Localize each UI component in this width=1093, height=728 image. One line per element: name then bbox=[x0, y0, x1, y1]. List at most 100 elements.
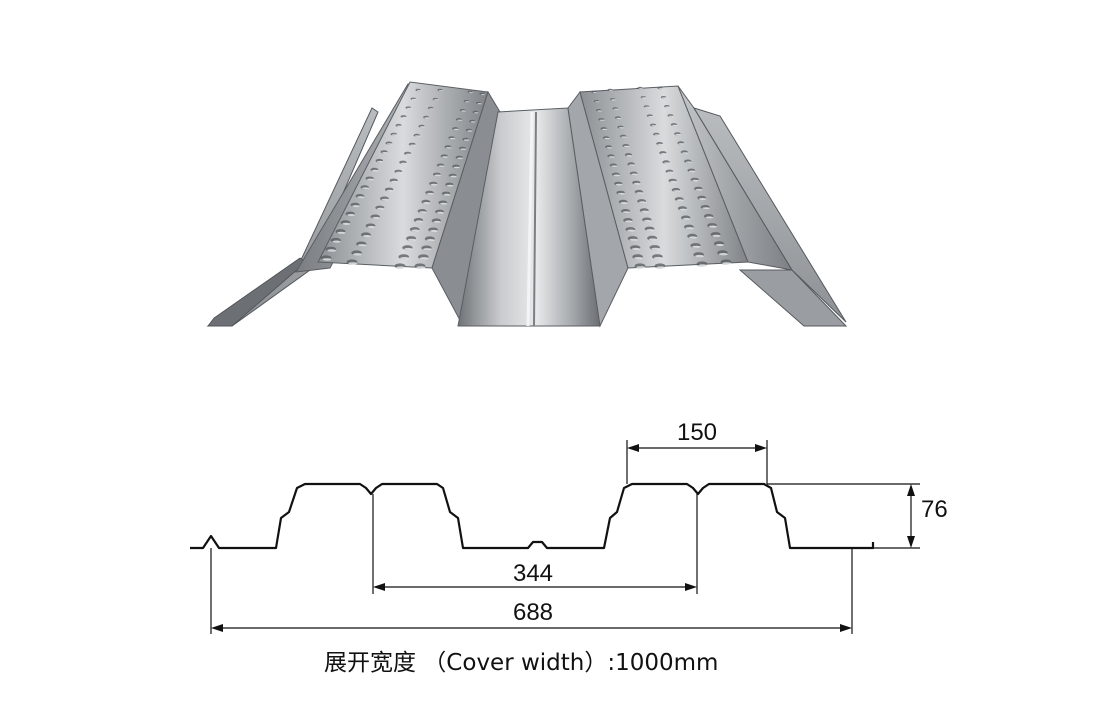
embossment-highlight bbox=[626, 155, 633, 157]
embossment-highlight bbox=[617, 192, 625, 195]
embossment-highlight bbox=[672, 124, 678, 127]
embossment-highlight bbox=[445, 147, 452, 149]
embossment-highlight bbox=[678, 143, 685, 145]
embossment-highlight bbox=[685, 227, 694, 230]
dimension-top-rib-width: 150 bbox=[626, 419, 768, 484]
embossment-highlight bbox=[433, 220, 441, 223]
embossment-highlight bbox=[386, 143, 393, 145]
embossment-highlight bbox=[382, 152, 388, 154]
embossment-highlight bbox=[468, 92, 473, 94]
embossment-highlight bbox=[477, 103, 482, 105]
embossment-highlight bbox=[322, 258, 332, 261]
embossment-highlight bbox=[688, 236, 698, 239]
embossment-highlight bbox=[396, 125, 402, 127]
embossment-highlight bbox=[631, 247, 641, 251]
embossment-highlight bbox=[404, 247, 413, 251]
embossment-highlight bbox=[443, 193, 451, 196]
embossment-highlight bbox=[396, 266, 406, 269]
embossment-highlight bbox=[362, 187, 369, 190]
embossment-highlight bbox=[695, 188, 703, 191]
embossment-highlight bbox=[440, 202, 448, 205]
embossment-highlight bbox=[416, 266, 426, 269]
embossment-highlight bbox=[434, 99, 439, 101]
embossment-highlight bbox=[446, 184, 454, 187]
embossment-highlight bbox=[442, 156, 448, 158]
embossment-highlight bbox=[352, 205, 360, 208]
embossment-highlight bbox=[327, 249, 336, 252]
embossment-highlight bbox=[705, 216, 714, 219]
embossment-highlight bbox=[667, 171, 674, 174]
embossment-highlight bbox=[636, 192, 644, 194]
embossment-highlight bbox=[599, 119, 605, 121]
embossment-highlight bbox=[628, 164, 636, 166]
embossment-highlight bbox=[657, 143, 664, 146]
embossment-highlight bbox=[658, 88, 663, 90]
embossment-highlight bbox=[653, 256, 663, 260]
embossment-highlight bbox=[679, 208, 687, 211]
embossment-highlight bbox=[638, 88, 643, 90]
embossment-highlight bbox=[651, 247, 660, 250]
embossment-highlight bbox=[470, 121, 476, 123]
embossment-highlight bbox=[438, 90, 443, 92]
embossment-highlight bbox=[634, 257, 643, 260]
embossment-highlight bbox=[357, 244, 367, 247]
embossment-highlight bbox=[438, 165, 445, 167]
embossment-highlight bbox=[663, 162, 671, 164]
embossment-highlight bbox=[400, 257, 409, 260]
embossment-highlight bbox=[629, 238, 638, 241]
embossment-highlight bbox=[631, 173, 638, 176]
embossment-highlight bbox=[429, 229, 438, 233]
embossment-highlight bbox=[423, 248, 432, 251]
embossment-highlight bbox=[708, 225, 717, 228]
panel-right-flat bbox=[692, 107, 847, 323]
embossment-highlight bbox=[615, 183, 623, 186]
embossment-highlight bbox=[434, 174, 441, 177]
embossment-highlight bbox=[692, 179, 699, 182]
embossment-highlight bbox=[682, 152, 688, 154]
embossment-highlight bbox=[348, 262, 358, 265]
panel-right-wing bbox=[738, 269, 848, 327]
embossment-highlight bbox=[688, 170, 696, 173]
embossment-highlight bbox=[463, 139, 470, 141]
embossment-highlight bbox=[608, 90, 613, 92]
embossment-highlight bbox=[401, 116, 407, 118]
profile-cross-section: 150 76 344 688 bbox=[190, 419, 948, 676]
embossment-highlight bbox=[633, 182, 641, 185]
cover-width-caption: 展开宽度 （Cover width）:1000mm bbox=[324, 650, 718, 676]
embossment-highlight bbox=[692, 245, 701, 248]
embossment-highlight bbox=[641, 97, 647, 99]
embossment-highlight bbox=[430, 183, 438, 186]
dimension-label-76: 76 bbox=[921, 496, 948, 523]
embossment-highlight bbox=[606, 147, 613, 149]
embossment-highlight bbox=[407, 238, 416, 241]
embossment-highlight bbox=[395, 171, 403, 174]
embossment-highlight bbox=[426, 239, 435, 242]
embossment-highlight bbox=[406, 107, 412, 109]
embossment-highlight bbox=[372, 169, 379, 172]
embossment-highlight bbox=[429, 108, 434, 110]
embossment-highlight bbox=[386, 189, 394, 192]
embossment-highlight bbox=[643, 219, 652, 222]
panel-embossments bbox=[320, 86, 732, 269]
panel-valley-groove-shadow bbox=[533, 111, 537, 327]
embossment-highlight bbox=[450, 175, 457, 178]
embossment-highlight bbox=[604, 137, 610, 140]
embossment-highlight bbox=[377, 160, 384, 163]
embossment-highlight bbox=[611, 165, 618, 167]
embossment-highlight bbox=[648, 238, 658, 241]
embossment-highlight bbox=[480, 94, 485, 96]
embossment-highlight bbox=[332, 240, 341, 243]
embossment-highlight bbox=[453, 166, 460, 169]
embossment-highlight bbox=[722, 262, 732, 265]
embossment-highlight bbox=[337, 231, 346, 234]
embossment-highlight bbox=[381, 198, 389, 201]
embossment-highlight bbox=[660, 153, 667, 155]
embossment-highlight bbox=[467, 130, 473, 132]
embossment-highlight bbox=[645, 106, 650, 108]
embossment-highlight bbox=[651, 125, 657, 127]
embossment-highlight bbox=[656, 266, 666, 269]
embossment-highlight bbox=[670, 180, 677, 183]
embossment-highlight bbox=[636, 266, 646, 269]
embossment-highlight bbox=[457, 119, 463, 121]
embossment-highlight bbox=[685, 161, 692, 163]
